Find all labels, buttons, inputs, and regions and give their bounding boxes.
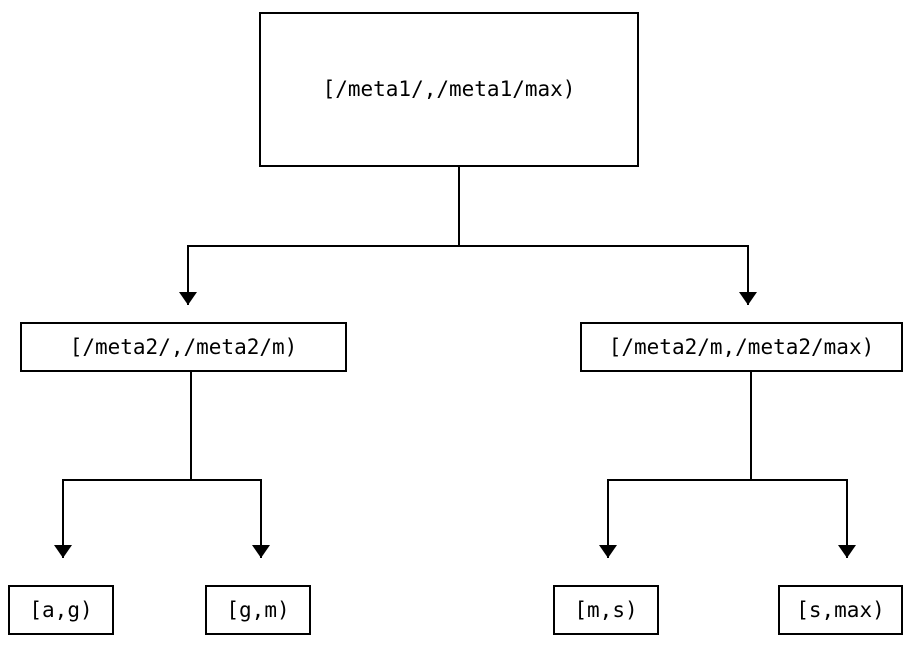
edge-root-to-mid-right-drop bbox=[747, 245, 749, 305]
edge-mid-right-to-leaf3-drop bbox=[607, 479, 609, 558]
arrowhead-root-to-mid-right bbox=[739, 292, 757, 305]
node-leaf-s-max[interactable]: [s,max) bbox=[778, 585, 903, 635]
edge-mid-left-bar bbox=[62, 479, 262, 481]
arrowhead-mid-right-to-leaf4 bbox=[838, 545, 856, 558]
arrowhead-mid-left-to-leaf2 bbox=[252, 545, 270, 558]
node-root[interactable]: [/meta1/,/meta1/max) bbox=[259, 12, 639, 167]
node-leaf-a-g[interactable]: [a,g) bbox=[8, 585, 114, 635]
edge-mid-right-to-leaf4-drop bbox=[846, 479, 848, 558]
arrowhead-root-to-mid-left bbox=[179, 292, 197, 305]
node-leaf-g-m[interactable]: [g,m) bbox=[205, 585, 311, 635]
edge-root-bar bbox=[187, 245, 749, 247]
edge-mid-left-stem bbox=[190, 372, 192, 480]
arrowhead-mid-left-to-leaf1 bbox=[54, 545, 72, 558]
edge-mid-right-bar bbox=[607, 479, 848, 481]
edge-root-stem bbox=[458, 167, 460, 245]
edge-mid-left-to-leaf1-drop bbox=[62, 479, 64, 558]
edge-mid-left-to-leaf2-drop bbox=[260, 479, 262, 558]
node-mid-left[interactable]: [/meta2/,/meta2/m) bbox=[20, 322, 347, 372]
edge-mid-right-stem bbox=[750, 372, 752, 480]
arrowhead-mid-right-to-leaf3 bbox=[599, 545, 617, 558]
node-leaf-m-s[interactable]: [m,s) bbox=[553, 585, 659, 635]
node-mid-right[interactable]: [/meta2/m,/meta2/max) bbox=[580, 322, 903, 372]
edge-root-to-mid-left-drop bbox=[187, 245, 189, 305]
